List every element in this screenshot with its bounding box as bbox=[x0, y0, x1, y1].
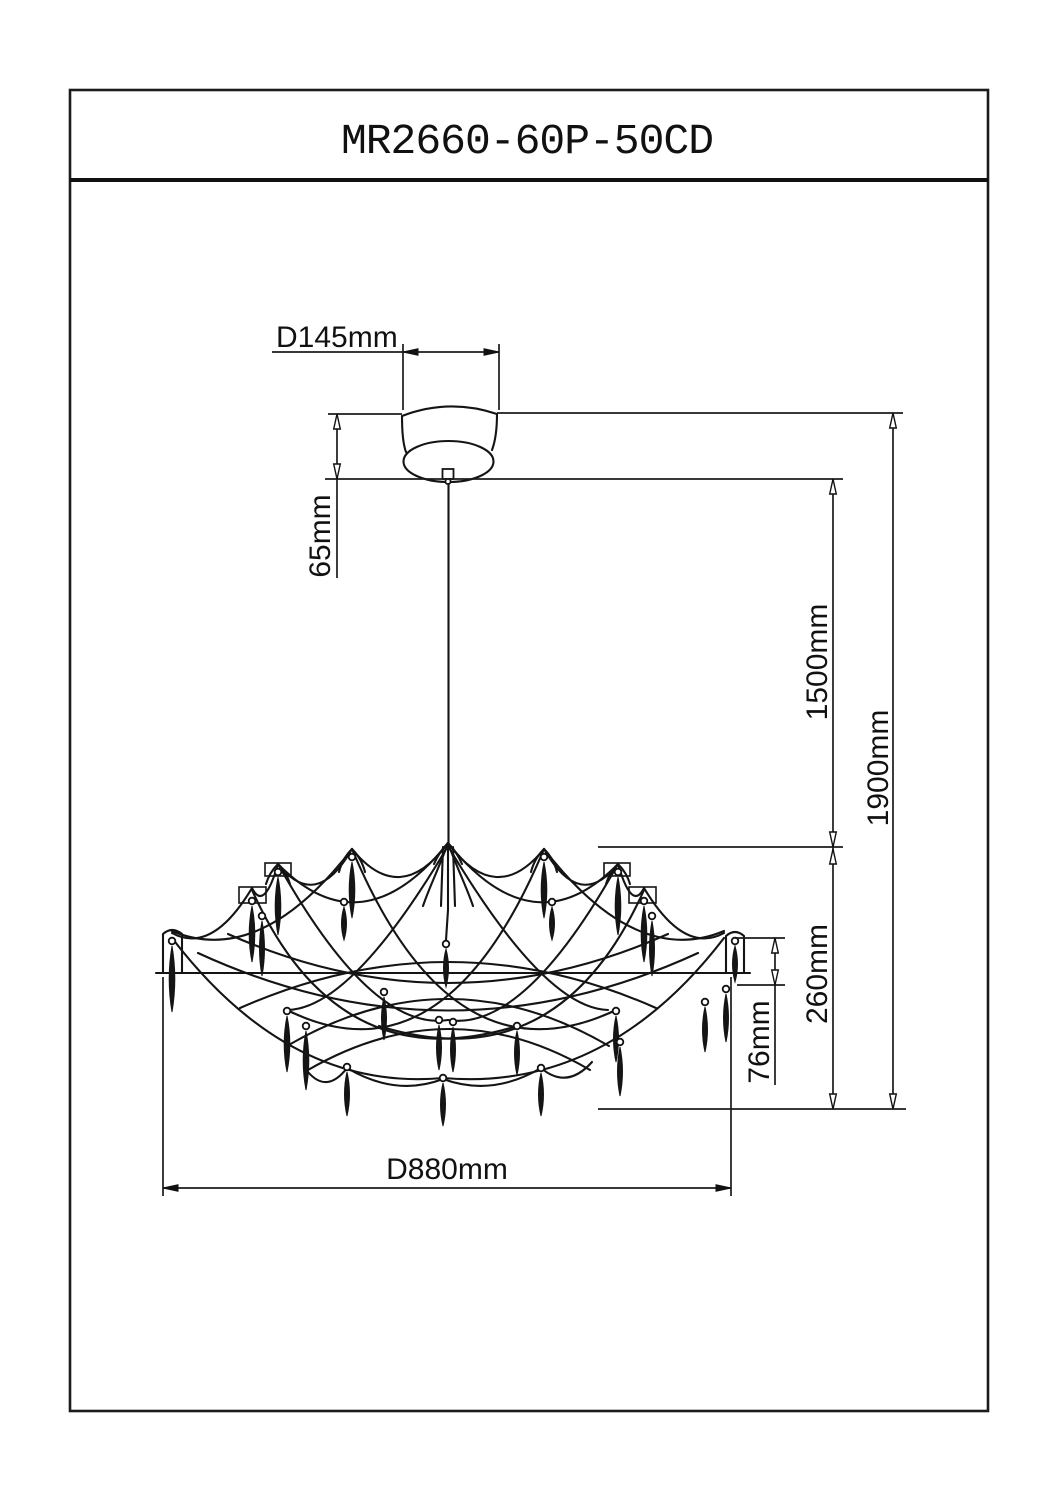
crystal-drops bbox=[167, 852, 740, 1127]
crystal-drop bbox=[538, 1072, 544, 1117]
crystal-drop bbox=[436, 1024, 442, 1071]
crystal-drop bbox=[732, 944, 738, 984]
crystal-drop bbox=[443, 947, 449, 989]
crystal-drop bbox=[248, 905, 256, 963]
dimension-body-diameter: D880mm bbox=[162, 977, 732, 1196]
crystal-drop bbox=[348, 861, 356, 919]
crystal-ring bbox=[700, 997, 710, 1007]
crystal-ring bbox=[339, 897, 349, 907]
crystal-ring bbox=[448, 1017, 458, 1027]
crystal-ring bbox=[438, 1073, 448, 1083]
drop-height-label: 76mm bbox=[743, 1000, 776, 1083]
dimension-overall-height: 1900mm bbox=[862, 412, 898, 1110]
crystal-drop bbox=[614, 876, 622, 936]
chandelier-body bbox=[154, 841, 752, 1127]
crystal-drop bbox=[640, 905, 648, 963]
overall-height-label: 1900mm bbox=[862, 710, 895, 827]
crystal-drop bbox=[723, 993, 729, 1043]
crystal-ring bbox=[434, 1015, 444, 1025]
crystal-ring bbox=[273, 867, 283, 877]
dimension-canopy-diameter: D145mm bbox=[272, 321, 500, 410]
crystal-ring bbox=[347, 852, 357, 862]
crystal-drop bbox=[702, 1006, 708, 1053]
crystal-ring bbox=[721, 984, 731, 994]
crystal-ring bbox=[282, 1006, 292, 1016]
dimension-suspension-length: 1500mm bbox=[598, 478, 843, 848]
crystal-drop bbox=[274, 876, 282, 936]
dimension-drop-height: 76mm bbox=[735, 937, 785, 1085]
dimension-body-height: 260mm bbox=[598, 847, 906, 1110]
crystal-ring bbox=[512, 1021, 522, 1031]
crystal-drop bbox=[168, 945, 176, 1013]
crystal-drop bbox=[302, 1030, 310, 1091]
crystal-drop bbox=[440, 1082, 446, 1127]
crystal-drop bbox=[344, 1071, 350, 1117]
crystal-ring bbox=[301, 1021, 311, 1031]
crystal-drop bbox=[283, 1015, 291, 1073]
crystal-ring bbox=[441, 939, 451, 949]
crystal-drop bbox=[617, 1046, 623, 1097]
dimension-canopy-height: 65mm bbox=[304, 412, 903, 578]
body-diameter-label: D880mm bbox=[386, 1153, 508, 1186]
crystal-ring bbox=[257, 911, 267, 921]
crystal-drop bbox=[540, 861, 548, 919]
crystal-ring bbox=[536, 1063, 546, 1073]
crystal-drop bbox=[341, 905, 347, 942]
crystal-ring bbox=[639, 896, 649, 906]
border-rect bbox=[68, 88, 990, 1413]
body-height-label: 260mm bbox=[801, 924, 834, 1024]
canopy-diameter-label: D145mm bbox=[276, 321, 398, 354]
crystal-ring bbox=[167, 936, 177, 946]
crystal-ring bbox=[611, 1006, 621, 1016]
suspension-length-label: 1500mm bbox=[801, 604, 834, 721]
crystal-ring bbox=[539, 852, 549, 862]
crystal-drop bbox=[549, 905, 555, 942]
crystal-ring bbox=[247, 896, 257, 906]
crystal-ring bbox=[379, 987, 389, 997]
crystal-drop bbox=[259, 920, 265, 977]
crystal-drop bbox=[450, 1026, 456, 1073]
crystal-drop bbox=[649, 920, 655, 977]
canopy-height-label: 65mm bbox=[304, 494, 337, 577]
crystal-drop bbox=[613, 1015, 619, 1063]
crystal-ring bbox=[547, 897, 557, 907]
canopy-connector bbox=[441, 468, 455, 480]
crystal-drop bbox=[514, 1030, 520, 1076]
drawing-frame: MR2660-60P-50CD bbox=[68, 88, 990, 1413]
crystal-ring bbox=[613, 867, 623, 877]
ceiling-canopy bbox=[400, 405, 499, 485]
crystal-drop bbox=[381, 996, 387, 1041]
crystal-ring bbox=[615, 1037, 625, 1047]
crystal-ring bbox=[647, 911, 657, 921]
model-number-title: MR2660-60P-50CD bbox=[341, 117, 713, 166]
crystal-ring bbox=[342, 1062, 352, 1072]
